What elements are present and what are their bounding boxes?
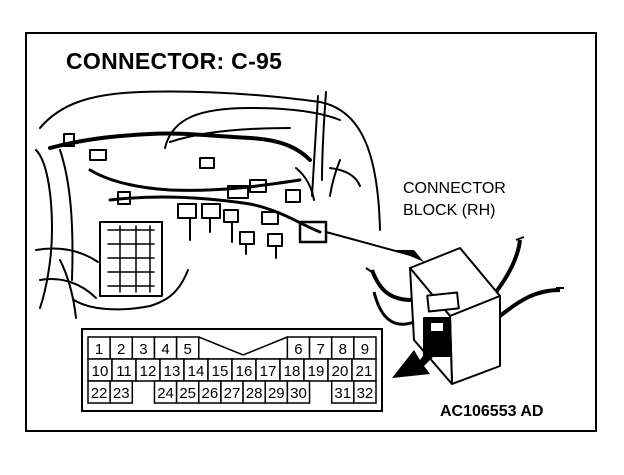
pin-number: 7: [316, 341, 324, 358]
pin-number: 14: [188, 363, 205, 380]
connector-shell: [81, 328, 383, 412]
pin-number: 22: [91, 385, 108, 402]
pin-number: 4: [161, 341, 169, 358]
pin-number: 6: [294, 341, 302, 358]
pin-number: 21: [356, 363, 373, 380]
pin-number: 20: [332, 363, 349, 380]
pin-number: 31: [334, 385, 351, 402]
pin-number: 16: [236, 363, 253, 380]
pin-number: 25: [179, 385, 196, 402]
pin-number: 13: [164, 363, 181, 380]
pin-number: 11: [116, 363, 132, 380]
pin-number: 27: [224, 385, 241, 402]
pin-number: 1: [95, 341, 103, 358]
pin-number: 12: [140, 363, 157, 380]
figure-frame: [25, 32, 597, 432]
pointer-arrow-icon: [392, 344, 438, 378]
pin-number: 10: [92, 363, 109, 380]
connector-block-label-line2: BLOCK (RH): [403, 202, 496, 219]
pin-number: 26: [202, 385, 219, 402]
pointer-line: [325, 231, 424, 262]
pin-cell: [353, 380, 377, 404]
pin-number: 15: [212, 363, 229, 380]
pin-number: 29: [268, 385, 285, 402]
dashboard-illustration: [35, 90, 381, 319]
reference-code: AC106553 AD: [440, 403, 544, 420]
pin-number: 17: [260, 363, 277, 380]
pin-number: 19: [308, 363, 325, 380]
diagram-title: CONNECTOR: C-95: [66, 48, 283, 74]
connector-block-label: CONNECTOR BLOCK (RH): [403, 178, 506, 222]
pin-number: 8: [339, 341, 347, 358]
pin-number: 3: [139, 341, 147, 358]
pin-cell: [109, 380, 134, 404]
pin-number: 23: [113, 385, 130, 402]
pin-number: 24: [157, 385, 174, 402]
connector-block-label-line1: CONNECTOR: [403, 180, 506, 197]
pin-number: 28: [246, 385, 263, 402]
connector-block-illustration: [365, 236, 564, 385]
pin-number: 32: [357, 385, 374, 402]
pin-number: 2: [117, 341, 125, 358]
pin-number: 18: [284, 363, 301, 380]
pin-number: 30: [290, 385, 307, 402]
pin-number: 5: [184, 341, 192, 358]
pin-cell: [286, 380, 311, 404]
pin-number: 9: [361, 341, 369, 358]
connector-key-notch: [198, 336, 288, 356]
